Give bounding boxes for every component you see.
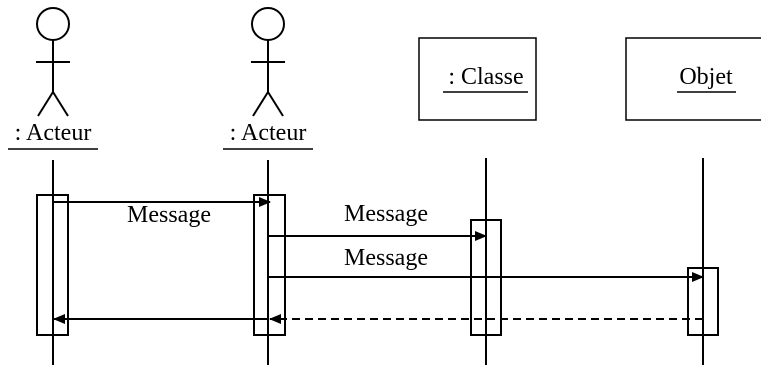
object-box-classe [418, 37, 537, 121]
actor-1-head [36, 7, 70, 41]
message-label-3: Message [344, 245, 428, 271]
message-label-1: Message [127, 202, 211, 228]
activation-bar-actor-2 [253, 194, 286, 336]
object-classe-label: : Classe [448, 64, 523, 90]
object-box-objet [625, 37, 761, 121]
actor-1-label: : Acteur [15, 120, 92, 146]
message-label-2: Message [344, 201, 428, 227]
actor-2 [251, 7, 285, 117]
actor-2-head [251, 7, 285, 41]
object-objet-label: Objet [679, 64, 733, 90]
actor-2-label: : Acteur [230, 120, 307, 146]
actor-1 [36, 7, 70, 117]
